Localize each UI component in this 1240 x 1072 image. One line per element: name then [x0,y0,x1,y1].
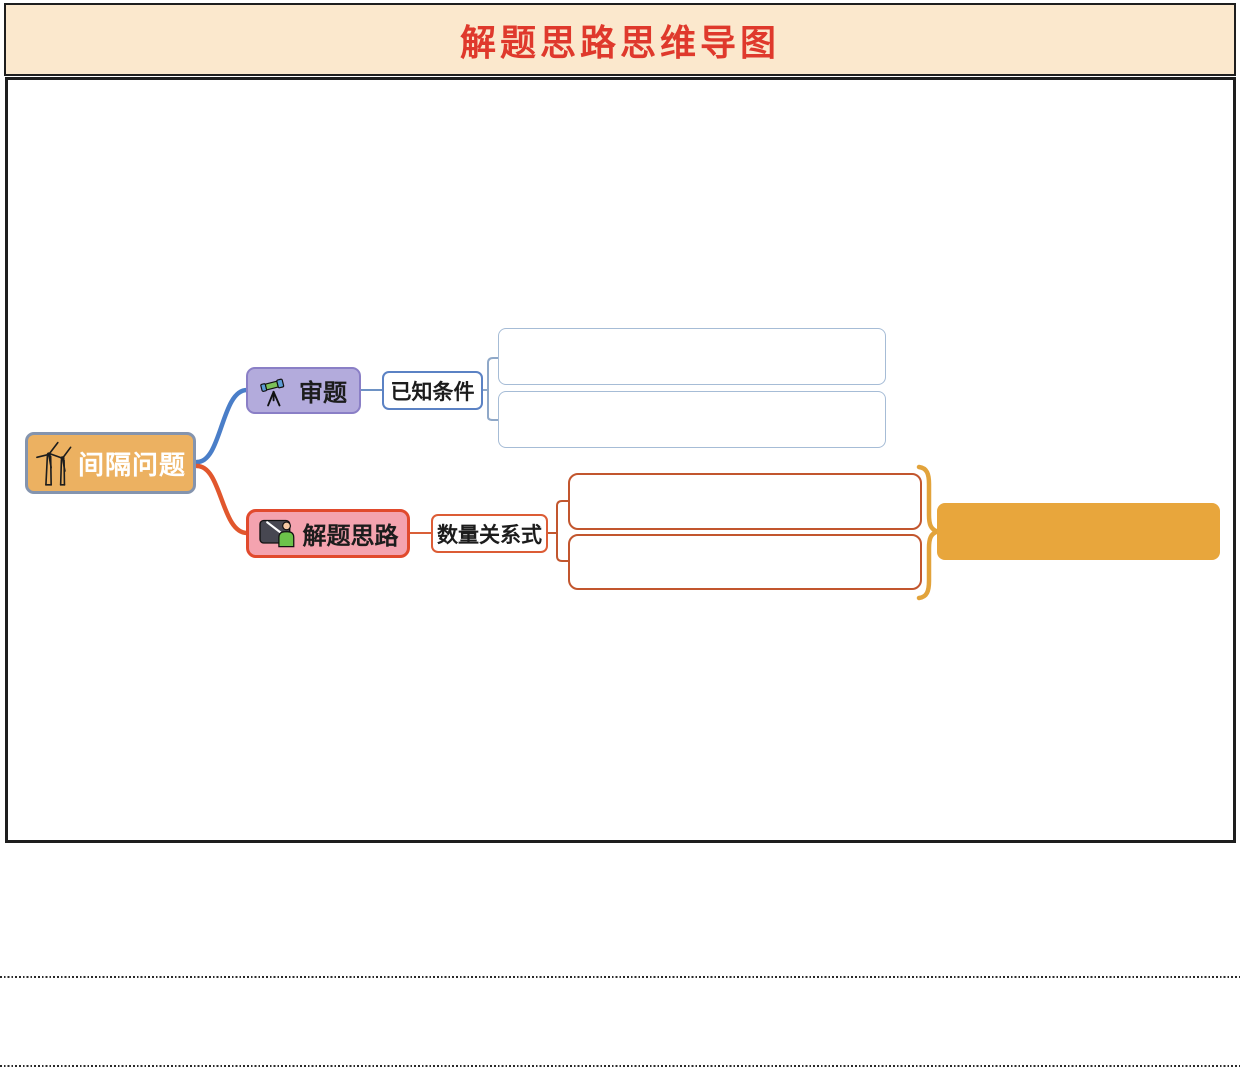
summary-highlight-box[interactable] [937,503,1220,560]
branch-node-examine-question[interactable]: 审题 [246,367,361,414]
sub-node-label: 数量关系式 [437,523,542,547]
root-node-label: 间隔问题 [78,449,187,480]
page-title: 解题思路思维导图 [459,21,780,63]
quantity-relation-answer-box-1[interactable] [568,473,922,530]
title-banner: 解题思路思维导图 [4,3,1236,76]
known-conditions-answer-box-1[interactable] [498,328,886,385]
branch-node-label: 审题 [299,380,347,407]
known-conditions-answer-box-2[interactable] [498,391,886,448]
blackboard-icon [258,519,294,547]
writing-line-1 [0,976,1240,979]
writing-line-2 [0,1065,1240,1068]
quantity-relation-answer-box-2[interactable] [568,534,922,590]
wind-turbine-icon [36,441,72,486]
root-node-interval-problem[interactable]: 间隔问题 [25,432,196,494]
sub-node-quantity-relation[interactable]: 数量关系式 [431,514,548,553]
branch-node-label: 解题思路 [302,523,399,550]
branch-node-solution-approach[interactable]: 解题思路 [246,509,410,558]
sub-node-known-conditions[interactable]: 已知条件 [382,371,483,410]
sub-node-label: 已知条件 [390,380,475,404]
telescope-icon [260,378,285,406]
